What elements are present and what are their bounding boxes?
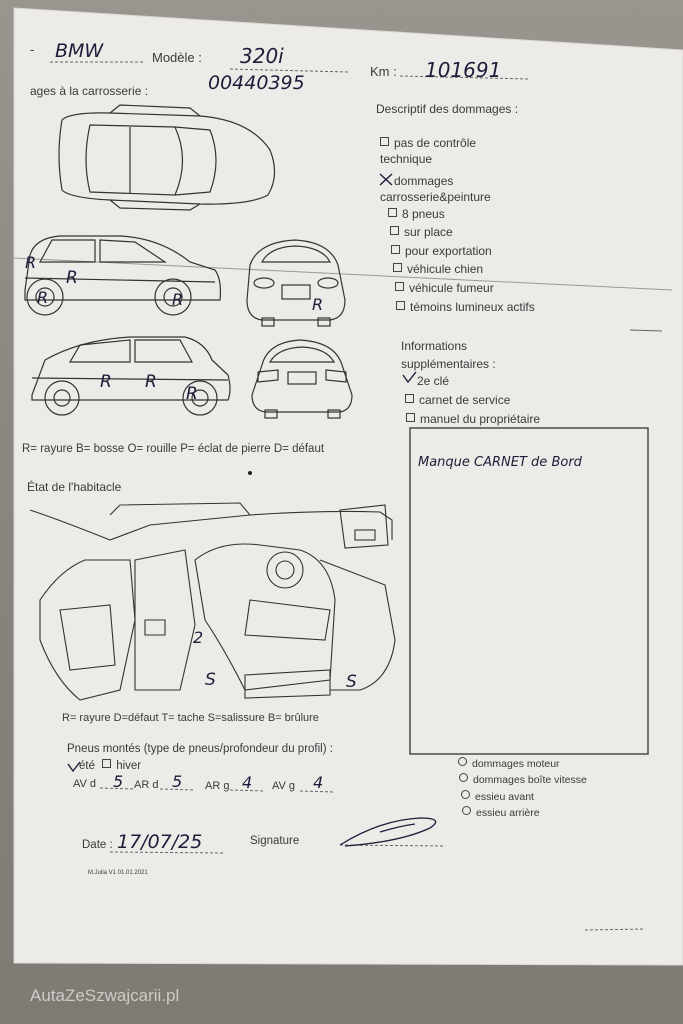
damage-mark: R — [312, 295, 324, 314]
damage-item[interactable]: témoins lumineux actifs — [396, 300, 535, 314]
watermark: AutaZeSzwajcarii.pl — [30, 986, 180, 1005]
winter-label: hiver — [116, 760, 142, 772]
damage-mark: R — [145, 372, 157, 392]
body-damage-legend: R= rayure B= bosse O= rouille P= éclat d… — [22, 443, 325, 455]
av-g-value: 4 — [313, 773, 324, 792]
checkbox-checked-icon[interactable] — [67, 759, 76, 768]
interior-mark: 2 — [193, 628, 204, 647]
checkbox-icon — [406, 413, 415, 422]
extra-info-item[interactable]: manuel du propriétaire — [406, 412, 540, 426]
damage-description-title: Descriptif des dommages : — [376, 102, 519, 116]
tyre-season-options: été hiver — [67, 759, 141, 772]
av-g-label: AV g — [272, 780, 296, 792]
date-value: 17/07/25 — [117, 831, 203, 853]
checkbox-icon — [388, 208, 397, 217]
damage-mark: R — [25, 253, 37, 272]
ar-g-value: 4 — [242, 773, 253, 792]
checkbox-icon — [391, 245, 400, 254]
extra-info-item[interactable]: 2e clé — [403, 374, 449, 388]
interior-mark: S — [346, 672, 357, 692]
damage-item[interactable]: véhicule fumeur — [395, 281, 494, 295]
ar-g-label: AR g — [205, 780, 230, 792]
body-damage-title: ages à la carrosserie : — [30, 84, 149, 98]
damage-item[interactable]: sur place — [390, 225, 453, 239]
interior-legend: R= rayure D=défaut T= tache S=salissure … — [62, 712, 319, 724]
extra-info-note: Manque CARNET de Bord — [418, 455, 582, 470]
checkbox-icon — [462, 806, 471, 815]
serial-value: 00440395 — [208, 72, 305, 94]
tyres-title: Pneus montés (type de pneus/profondeur d… — [67, 743, 333, 755]
fold-line — [13, 257, 673, 291]
checkbox-icon — [405, 394, 414, 403]
car-side-view-left-drawing — [24, 235, 222, 316]
brand-value: BMW — [55, 40, 104, 62]
ar-d-value: 5 — [172, 772, 183, 791]
notes-box — [409, 427, 649, 755]
form-code: M.Julia V1 01.01.2021 — [88, 870, 148, 876]
car-front-view-drawing — [246, 239, 346, 327]
model-value: 320i — [240, 44, 284, 68]
checkbox-checked-icon — [403, 375, 412, 384]
checkbox-icon — [380, 137, 389, 146]
date-label: Date : — [82, 839, 113, 851]
km-label: Km : — [370, 64, 397, 79]
damage-item[interactable]: véhicule chien — [393, 262, 483, 276]
car-rear-view-drawing — [251, 339, 353, 419]
checkbox-icon[interactable] — [102, 759, 112, 768]
other-damage-item[interactable]: dommages moteur — [458, 757, 560, 770]
ar-d-label: AR d — [134, 779, 159, 791]
checkbox-icon — [390, 226, 399, 235]
interior-title: État de l'habitacle — [27, 480, 122, 494]
checkbox-checked-icon — [380, 175, 389, 184]
other-damage-item[interactable]: essieu arrière — [462, 806, 540, 819]
damage-item[interactable]: pas de contrôle technique — [380, 136, 477, 166]
checkbox-icon — [393, 263, 402, 272]
damage-mark: R — [100, 372, 112, 392]
signature-label: Signature — [250, 835, 300, 847]
av-d-value: 5 — [113, 772, 124, 791]
interior-mark: S — [205, 670, 216, 690]
damage-item[interactable]: pour exportation — [391, 244, 492, 258]
other-damage-item[interactable]: essieu avant — [461, 790, 534, 803]
extra-info-title: Informations supplémentaires : — [401, 339, 496, 371]
damage-item[interactable]: dommages carrosserie&peinture — [380, 174, 491, 204]
checkbox-icon — [395, 282, 404, 291]
checkbox-icon — [461, 790, 470, 799]
av-d-label: AV d — [73, 778, 97, 790]
checkbox-icon — [459, 773, 468, 782]
car-interior-drawing — [29, 502, 396, 701]
checkbox-icon — [396, 301, 405, 310]
damage-mark: R — [37, 288, 49, 307]
checkbox-icon — [458, 757, 467, 766]
model-label: Modèle : — [152, 50, 202, 65]
km-value: 101691 — [425, 58, 502, 82]
summer-label: été — [79, 760, 95, 772]
extra-info-item[interactable]: carnet de service — [405, 393, 510, 407]
damage-mark: R — [66, 268, 78, 288]
other-damage-item[interactable]: dommages boîte vitesse — [459, 773, 587, 786]
car-top-view-drawing — [58, 104, 276, 211]
damage-mark: R — [172, 290, 184, 309]
damage-item[interactable]: 8 pneus — [388, 207, 445, 221]
signature-scribble — [339, 817, 437, 847]
car-side-view-right-drawing — [31, 336, 231, 416]
damage-mark: R — [186, 384, 198, 404]
